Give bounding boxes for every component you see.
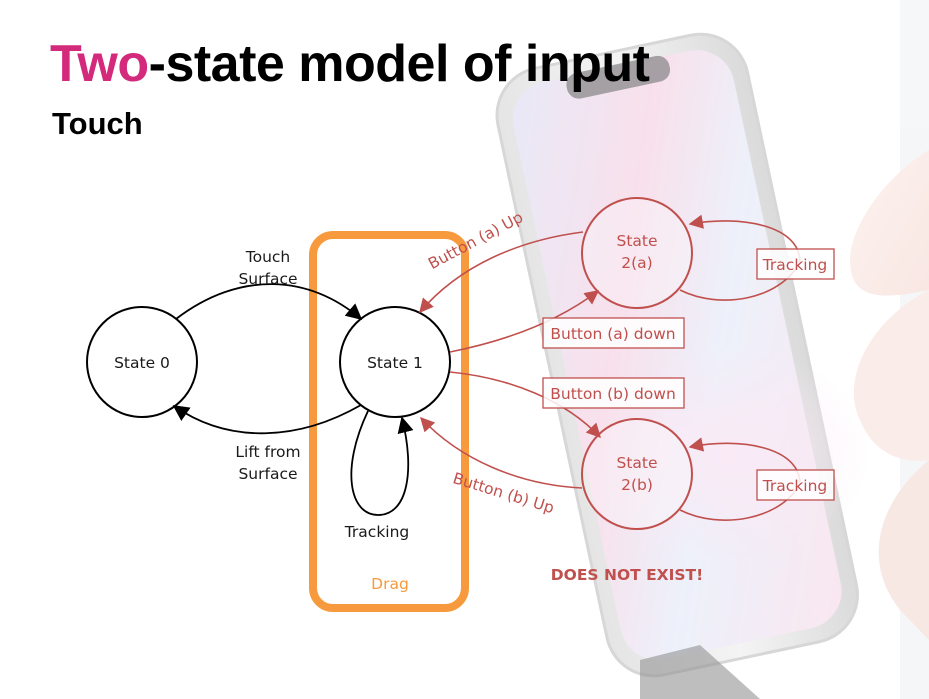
state-0-node (86, 306, 198, 418)
button-a-up-arrow (419, 231, 584, 314)
state-2b-label-2: 2(b) (621, 476, 653, 494)
button-a-down-box (542, 317, 685, 349)
tracking-label: Tracking (344, 523, 410, 541)
lift-surface-label-2: Surface (238, 465, 297, 483)
drag-highlight-box (309, 231, 469, 612)
tracking-a-box (756, 248, 835, 280)
slide-title: Two-state model of input (50, 34, 650, 94)
does-not-exist-warning: DOES NOT EXIST! (551, 566, 703, 584)
tracking-b-label: Tracking (762, 477, 828, 495)
touch-surface-arrow (175, 283, 363, 321)
lift-surface-arrow (172, 404, 362, 435)
button-a-up-label: Button (a) Up (425, 208, 526, 273)
state-2b-label-1: State (616, 454, 657, 472)
touch-surface-label-2: Surface (238, 270, 297, 288)
tracking-b-box (756, 469, 835, 501)
title-rest: -state model of input (148, 35, 650, 93)
state-1-label: State 1 (367, 354, 423, 372)
state-1-node (339, 306, 451, 418)
state-0-label: State 0 (114, 354, 170, 372)
lift-surface-label-1: Lift from (235, 443, 300, 461)
tracking-a-label: Tracking (762, 256, 828, 274)
button-b-down-label: Button (b) down (550, 385, 676, 403)
slide-subtitle: Touch (52, 106, 143, 141)
drag-label: Drag (371, 575, 409, 593)
state-2a-node (581, 197, 693, 309)
state-2a-label-2: 2(a) (621, 254, 652, 272)
state-2b-node (581, 418, 693, 530)
button-b-down-arrow (449, 371, 601, 439)
state-2a-label-1: State (616, 232, 657, 250)
button-a-down-arrow (449, 290, 600, 353)
touch-surface-label-1: Touch (245, 248, 291, 266)
title-accent: Two (50, 35, 149, 93)
tracking-loop-arrow (350, 410, 414, 516)
button-b-down-box (542, 377, 685, 409)
button-b-up-arrow (420, 416, 583, 489)
button-a-down-label: Button (a) down (550, 325, 675, 343)
